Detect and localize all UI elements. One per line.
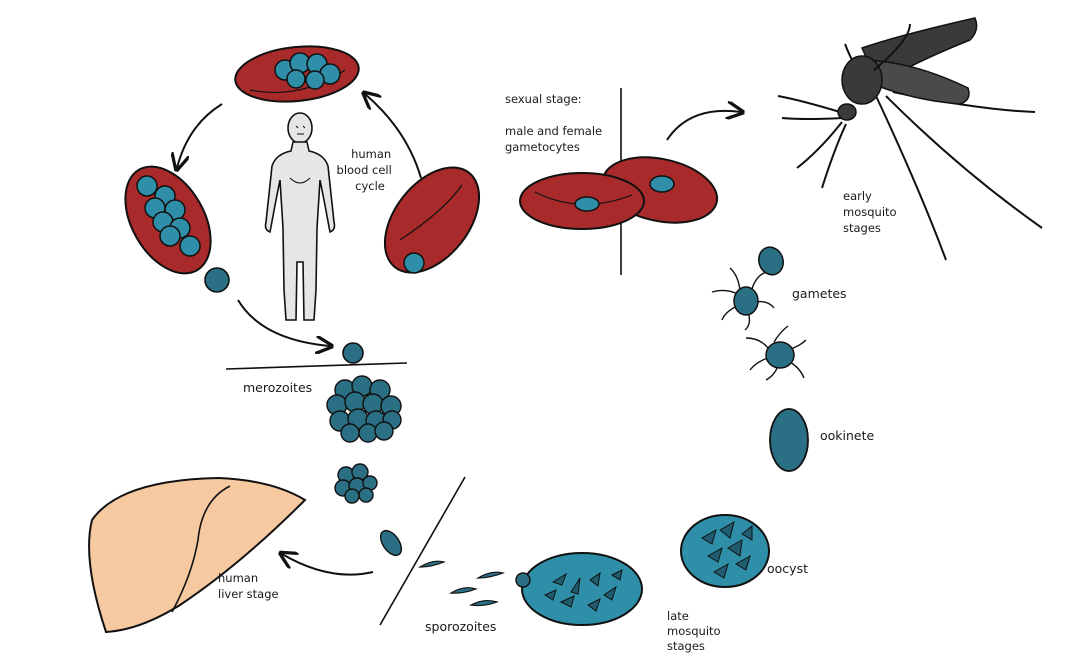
merozoite-released-left [204, 267, 230, 293]
red-blood-cell-schizont-top [234, 45, 360, 103]
label-late-mosquito-stages: late mosquito stages [667, 609, 724, 653]
oocyst [680, 514, 770, 588]
arrow-top-to-left [177, 103, 223, 168]
liver [88, 476, 307, 634]
merozoite-cluster-small [334, 463, 378, 504]
label-sporozoites: sporozoites [425, 619, 496, 634]
label-merozoites: merozoites [243, 380, 312, 395]
merozoite-cluster-large [326, 375, 402, 443]
arrow-sporozoite-to-liver [282, 554, 374, 576]
sporozoites-free [417, 560, 505, 607]
arrow-left-to-merozoites [237, 299, 330, 346]
label-ookinete: ookinete [820, 428, 875, 443]
arrow-to-mosquito [666, 111, 741, 141]
divider-merozoites [225, 362, 408, 370]
label-gametes: gametes [792, 286, 847, 301]
gamete-male-1 [711, 267, 775, 331]
gamete-female [757, 246, 785, 276]
oocyst-rupturing [515, 552, 643, 626]
label-human-liver-stage: human liver stage [218, 571, 279, 601]
label-early-mosquito-stages: early mosquito stages [843, 189, 900, 235]
merozoite-single [342, 342, 364, 364]
divider-liver [379, 476, 466, 626]
arrow-right-to-top [365, 94, 422, 179]
sporozoite-entering-liver [379, 529, 403, 557]
gamete-male-2 [745, 325, 807, 381]
label-sexual-stage: sexual stage: [505, 92, 582, 106]
mosquito [777, 17, 1043, 261]
label-oocyst: oocyst [767, 561, 808, 576]
label-human-blood-cell-cycle: human blood cell cycle [337, 147, 396, 193]
red-blood-cell-schizont-left [124, 165, 212, 275]
ookinete [769, 408, 809, 472]
label-gametocytes: male and female gametocytes [505, 124, 606, 154]
human-body-figure [264, 112, 336, 321]
red-blood-cell-gametocyte-front [519, 172, 645, 230]
red-blood-cell-ring-right [383, 166, 481, 274]
